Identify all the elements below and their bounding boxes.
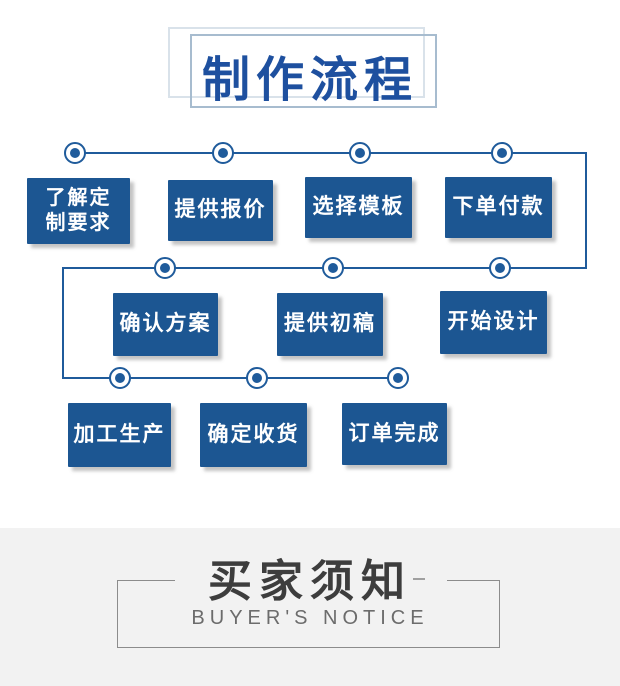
notice-dash-decoration: [413, 578, 425, 580]
flow-connector-line-row3: [62, 377, 402, 379]
circle-node-icon: [387, 367, 409, 389]
circle-node-icon: [491, 142, 513, 164]
notice-frame-top-left-segment: [117, 580, 175, 581]
flow-step-understand-requirements: 了解定 制要求: [27, 178, 130, 244]
flow-step-select-template: 选择模板: [305, 177, 412, 238]
flow-step-provide-draft: 提供初稿: [277, 293, 383, 356]
flow-connector-line-right-down: [585, 152, 587, 269]
notice-title: 买家须知: [208, 557, 412, 606]
flow-step-start-design: 开始设计: [440, 291, 547, 354]
notice-subtitle: BUYER'S NOTICE: [191, 607, 429, 629]
notice-frame-top-right-segment: [447, 580, 500, 581]
title-frame-outer: [168, 27, 425, 98]
notice-frame: [117, 580, 500, 648]
circle-node-icon: [64, 142, 86, 164]
flow-step-confirm-plan: 确认方案: [113, 293, 218, 356]
flow-step-order-payment: 下单付款: [445, 177, 552, 238]
circle-node-icon: [154, 257, 176, 279]
circle-node-icon: [322, 257, 344, 279]
flow-step-manufacturing: 加工生产: [68, 403, 171, 467]
flow-connector-line-left-down: [62, 267, 64, 379]
circle-node-icon: [349, 142, 371, 164]
flow-connector-line-row1: [75, 152, 587, 154]
flow-step-confirm-receipt: 确定收货: [200, 403, 307, 467]
circle-node-icon: [212, 142, 234, 164]
flow-step-provide-quote: 提供报价: [168, 180, 273, 241]
circle-node-icon: [246, 367, 268, 389]
circle-node-icon: [489, 257, 511, 279]
buyers-notice-section: 买家须知 BUYER'S NOTICE: [0, 528, 620, 686]
flow-step-order-complete: 订单完成: [342, 403, 447, 465]
title-frame-inner: [190, 34, 437, 108]
page-title: 制作流程: [201, 54, 418, 107]
circle-node-icon: [109, 367, 131, 389]
